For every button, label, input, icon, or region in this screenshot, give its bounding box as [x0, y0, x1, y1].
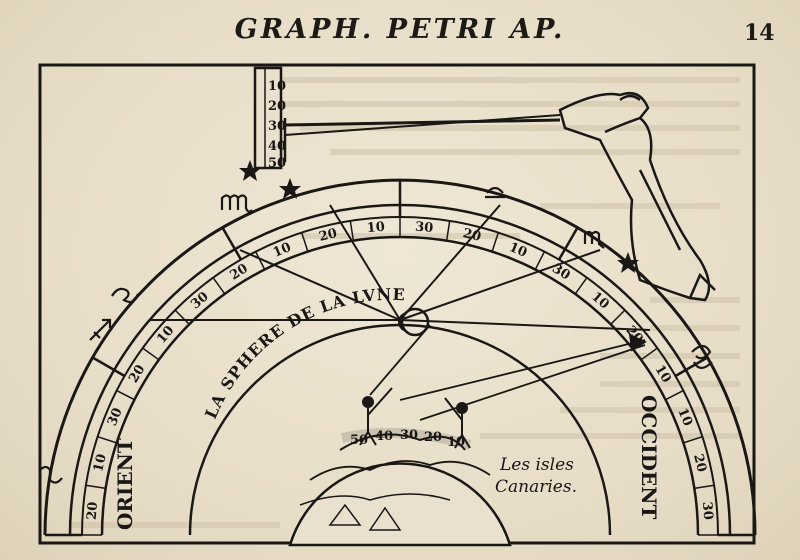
star-icon [617, 252, 639, 273]
ring-number: 10 [588, 289, 612, 312]
ring-number: 10 [507, 240, 529, 261]
ring-tick [683, 435, 703, 444]
ring-number: 30 [188, 289, 212, 312]
moon-crescent [398, 307, 430, 337]
staff-scale-20: 20 [268, 99, 286, 114]
lunar-sphere-inscription: LA SPHERE DE LA LVNE [201, 285, 406, 422]
show-through-text [70, 77, 740, 528]
zodiac-glyphs [39, 186, 713, 484]
sagittarius-sign [89, 318, 112, 341]
ring-number: 10 [271, 240, 293, 261]
ring-number: 10 [154, 323, 177, 347]
sign-divider [557, 226, 579, 261]
ring-number: 10 [366, 220, 385, 236]
ring-number: 20 [318, 226, 339, 245]
staff-scale-30: 30 [268, 119, 286, 134]
star-icon [279, 178, 301, 199]
inner-scale-20: 20 [424, 430, 442, 445]
inner-scale-10: 10 [447, 435, 465, 450]
sight-lines [369, 324, 647, 421]
sign-divider [91, 356, 126, 378]
ring-tick [694, 484, 715, 490]
virgo-sign [220, 194, 253, 213]
ring-tick [445, 220, 451, 241]
zodiac-ring-ticks [45, 180, 755, 537]
staff-scale-10: 10 [268, 79, 286, 94]
ring-tick [212, 277, 226, 295]
sign-divider [221, 226, 243, 261]
staff-scale: 10 20 30 40 50 [253, 66, 286, 171]
ring-tick [142, 347, 160, 361]
ring-tick [610, 309, 626, 325]
inner-scale-40: 40 [375, 429, 393, 444]
staff-scale-50: 50 [268, 156, 286, 171]
ring-tick [85, 484, 106, 490]
ring-number: 30 [105, 406, 126, 428]
sign-divider [674, 356, 709, 378]
earth-observers [359, 387, 471, 449]
ring-number: 20 [85, 501, 101, 520]
scorpio-sign [583, 230, 605, 249]
ring-tick [174, 309, 190, 325]
cancer-sign [691, 344, 713, 370]
capricorn-sign [39, 465, 63, 484]
ring-number: 20 [690, 453, 709, 474]
earth-globe [288, 433, 512, 547]
inner-scale-50: 50 [350, 433, 368, 448]
ring-tick [491, 232, 500, 252]
occident-label: OCCIDENT [637, 395, 661, 519]
inner-scale-30: 30 [400, 428, 418, 443]
ring-tick [254, 251, 266, 270]
astronomer-figure [283, 91, 716, 302]
canary-islands-label-line1: Les isles [499, 455, 574, 475]
inner-scale: 50 40 30 20 10 [340, 427, 472, 450]
leo-sign [111, 287, 140, 304]
ring-tick [534, 251, 546, 270]
canary-islands-label-line2: Canaries. [495, 477, 577, 497]
ring-tick [665, 389, 684, 401]
ring-number: 30 [415, 220, 434, 236]
running-head: GRAPH. PETRI AP. [234, 14, 566, 45]
sector-lines [150, 204, 651, 331]
ring-tick [116, 389, 135, 401]
ring-tick [574, 277, 588, 295]
ring-tick [640, 347, 658, 361]
ring-number: 10 [674, 406, 695, 428]
libra-sign [485, 186, 505, 199]
ring-tick [349, 220, 355, 241]
ring-number: 30 [699, 501, 715, 520]
ring-number: 10 [91, 453, 110, 474]
staff-scale-40: 40 [268, 139, 286, 154]
folio-number: 14 [744, 20, 775, 46]
stars [239, 160, 639, 273]
ring-tick [300, 232, 309, 252]
orient-label: ORIENT [113, 438, 137, 530]
star-icon [239, 160, 261, 181]
ring-tick [97, 435, 117, 444]
